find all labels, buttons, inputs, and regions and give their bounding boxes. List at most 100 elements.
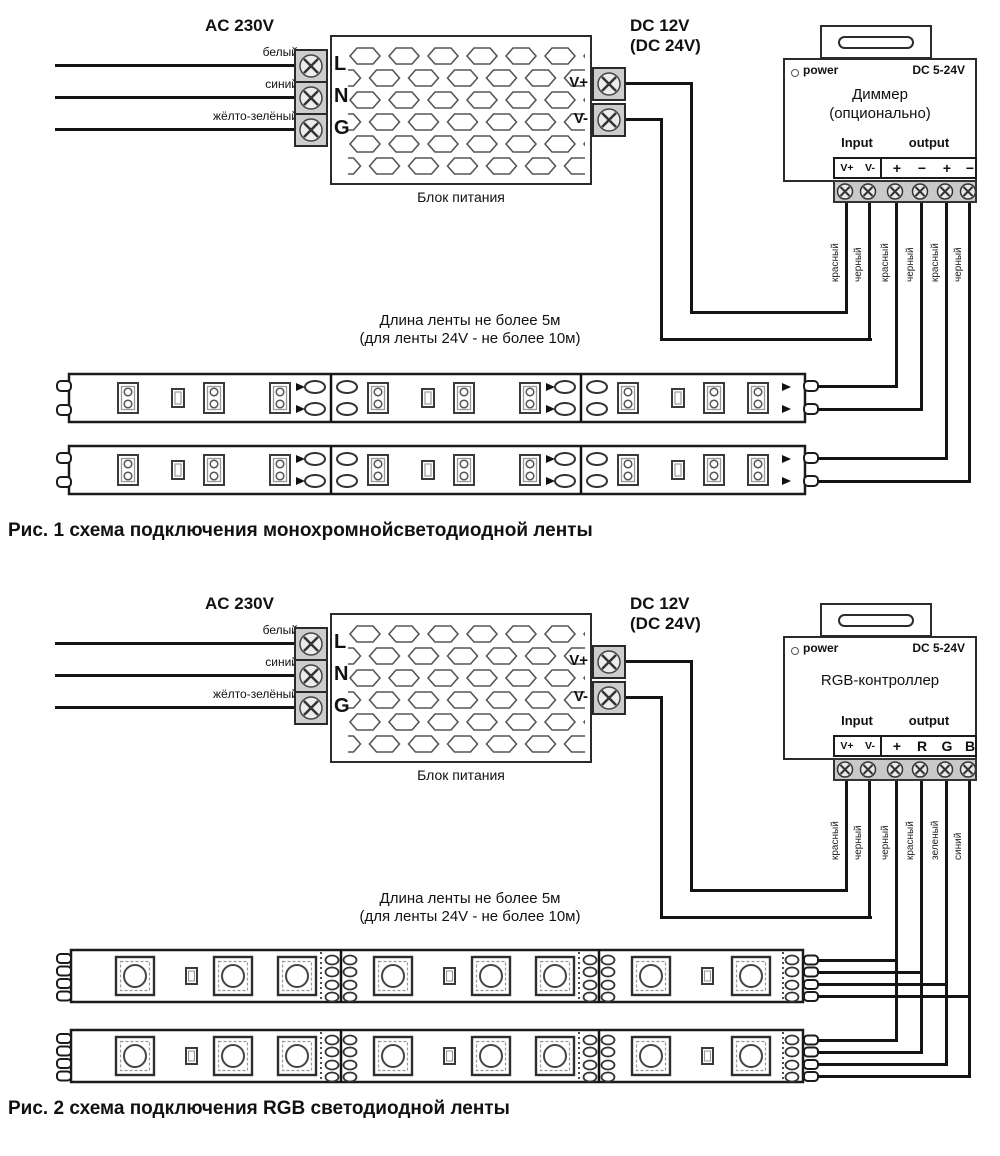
- terminal-label-N: N: [334, 663, 349, 685]
- wire-segment: [945, 781, 948, 1066]
- terminal-label-vplus: V+: [569, 652, 588, 669]
- wire-segment: [626, 696, 662, 699]
- strip-length-note-2: (для ленты 24V - не более 10м): [359, 330, 581, 347]
- wire-segment: [816, 959, 898, 962]
- psu-name-label: Блок питания: [417, 189, 505, 205]
- terminal-label-row: V+ V- + − + −: [833, 157, 977, 179]
- wire-color-label: красный: [830, 821, 841, 860]
- wire-color-label: зеленый: [930, 820, 941, 860]
- terminal-minus2: −: [965, 160, 975, 176]
- wire-segment: [55, 128, 298, 131]
- terminal-vplus: V+: [840, 162, 854, 174]
- wire-segment: [816, 408, 923, 411]
- voltage-range-label: DC 5-24V: [912, 63, 965, 77]
- screw-terminal-N: [294, 659, 328, 693]
- wire-segment: [55, 674, 298, 677]
- wire-segment: [690, 660, 693, 892]
- wire-segment: [626, 118, 662, 121]
- terminal-R: R: [916, 738, 928, 754]
- wire-label-blue: синий: [265, 655, 298, 669]
- wire-segment: [660, 118, 663, 341]
- strip-length-note: Длина ленты не более 5м: [379, 312, 561, 329]
- screw-terminal-N: [294, 81, 328, 115]
- psu-vent-pattern: [348, 44, 585, 176]
- terminal-divider: [880, 737, 882, 755]
- controller-subtitle: (опционально): [829, 105, 931, 122]
- wire-segment: [816, 1039, 898, 1042]
- power-label: power: [803, 63, 839, 77]
- wire-color-label: черный: [880, 825, 891, 860]
- wire-segment: [55, 64, 298, 67]
- wire-segment: [895, 781, 898, 1042]
- wire-color-label: черный: [853, 247, 864, 282]
- terminal-plus2: +: [942, 160, 952, 176]
- dc-voltage-label: DC 12V: [630, 16, 690, 35]
- output-label: output: [908, 135, 950, 150]
- terminal-label-L: L: [334, 631, 347, 653]
- ac-voltage-label: AC 230V: [205, 594, 274, 613]
- wire-segment: [816, 995, 971, 998]
- terminal-label-row: V+ V- + R G B: [833, 735, 977, 757]
- screw-terminal-vminus: [592, 681, 626, 715]
- screw-heads: [836, 183, 977, 200]
- wire-segment: [816, 1063, 948, 1066]
- wire-segment: [55, 642, 298, 645]
- wire-segment: [895, 203, 898, 388]
- wire-segment: [816, 971, 923, 974]
- wire-label-white: белый: [262, 623, 298, 637]
- terminal-label-L: L: [334, 53, 347, 75]
- terminal-label-G: G: [334, 695, 350, 717]
- led-strip-mono-1: [55, 372, 820, 424]
- wire-segment: [816, 480, 971, 483]
- wire-segment: [816, 1051, 923, 1054]
- screw-terminal-L: [294, 627, 328, 661]
- led-strip-rgb-1: [55, 948, 820, 1004]
- wire-segment: [816, 1075, 971, 1078]
- figure-2-rgb: AC 230V белый синий жёлто-зелёный L N G …: [0, 578, 1000, 1156]
- screw-terminal-vminus: [592, 103, 626, 137]
- wire-color-label: черный: [853, 825, 864, 860]
- wire-segment: [690, 82, 693, 314]
- dc-voltage-label: DC 12V: [630, 594, 690, 613]
- wire-color-label: красный: [930, 243, 941, 282]
- dc-voltage-label-2: (DC 24V): [630, 614, 701, 633]
- wire-label-white: белый: [262, 45, 298, 59]
- terminal-B: B: [964, 738, 976, 754]
- wire-segment: [920, 203, 923, 411]
- controller-title: Диммер: [852, 86, 908, 103]
- wire-segment: [660, 338, 872, 341]
- wire-color-label: черный: [905, 247, 916, 282]
- terminal-minus1: −: [917, 160, 927, 176]
- terminal-label-vplus: V+: [569, 74, 588, 91]
- wire-segment: [55, 706, 298, 709]
- screw-terminal-G: [294, 691, 328, 725]
- screw-terminal-block: [833, 758, 977, 781]
- led-strip-mono-2: [55, 444, 820, 496]
- wire-segment: [660, 696, 663, 919]
- screw-terminal-vplus: [592, 67, 626, 101]
- wire-color-label: красный: [880, 243, 891, 282]
- wire-color-label: синий: [953, 832, 964, 860]
- wire-label-yellow-green: жёлто-зелёный: [212, 687, 298, 701]
- controller-title: RGB-контроллер: [820, 672, 940, 689]
- voltage-range-label: DC 5-24V: [912, 641, 965, 655]
- power-led-icon: [791, 647, 799, 655]
- figure-1-caption: Рис. 1 схема подключения монохромнойсвет…: [8, 520, 593, 541]
- screw-terminal-G: [294, 113, 328, 147]
- figure-2-caption: Рис. 2 схема подключения RGB светодиодно…: [8, 1098, 510, 1119]
- wire-segment: [626, 82, 692, 85]
- output-label: output: [908, 713, 950, 728]
- terminal-label-vminus: V-: [573, 688, 588, 705]
- wire-label-blue: синий: [265, 77, 298, 91]
- wire-segment: [920, 781, 923, 1054]
- figure-1-monochrome: AC 230V белый синий жёлто-зелёный L N G …: [8, 16, 977, 541]
- wire-segment: [55, 96, 298, 99]
- wire-segment: [816, 983, 948, 986]
- input-label: Input: [841, 713, 873, 728]
- terminal-label-vminus: V-: [573, 110, 588, 127]
- wire-segment: [968, 781, 971, 1078]
- wire-segment: [945, 203, 948, 460]
- terminal-vminus: V-: [865, 740, 875, 752]
- terminal-label-N: N: [334, 85, 349, 107]
- screw-heads: [836, 761, 977, 778]
